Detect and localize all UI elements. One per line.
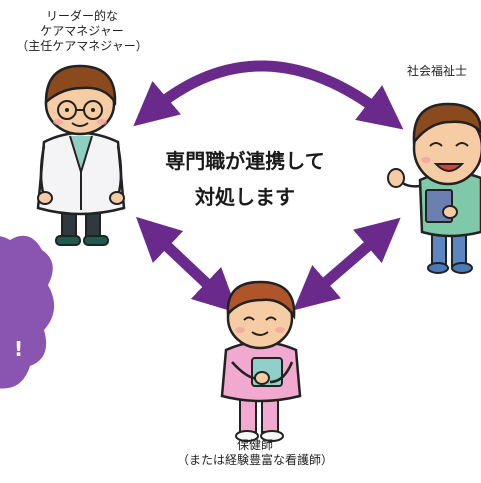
care-manager-label: リーダー的な ケアマネジャー （主任ケアマネジャー） [2, 9, 162, 54]
social-worker-label-line1: 社会福祉士 [406, 64, 467, 78]
collaboration-message-line1: 専門職が連携して [165, 149, 325, 173]
care-manager-label-line1: リーダー的な [45, 9, 118, 23]
public-health-nurse-label-line1: 保健師 [236, 438, 273, 452]
social-worker-icon [387, 102, 481, 274]
speech-badge-icon: ! [0, 235, 54, 389]
arrow-social-nurse [293, 217, 401, 311]
care-manager-label-line3: （主任ケアマネジャー） [16, 39, 148, 53]
care-manager-label-line2: ケアマネジャー [40, 24, 124, 38]
public-health-nurse-label: 保健師 （または経験豊富な看護師） [150, 438, 360, 468]
collaboration-message-line2: 対処します [195, 185, 295, 209]
social-worker-label: 社会福祉士 [392, 64, 481, 79]
care-manager-icon [36, 64, 126, 246]
arrow-manager-social [133, 60, 404, 130]
collaboration-message: 専門職が連携して 対処します [140, 143, 350, 215]
arrow-manager-nurse [135, 216, 239, 314]
public-health-nurse-icon [220, 280, 302, 442]
public-health-nurse-label-line2: （または経験豊富な看護師） [176, 453, 333, 467]
badge-text: ! [14, 337, 23, 361]
